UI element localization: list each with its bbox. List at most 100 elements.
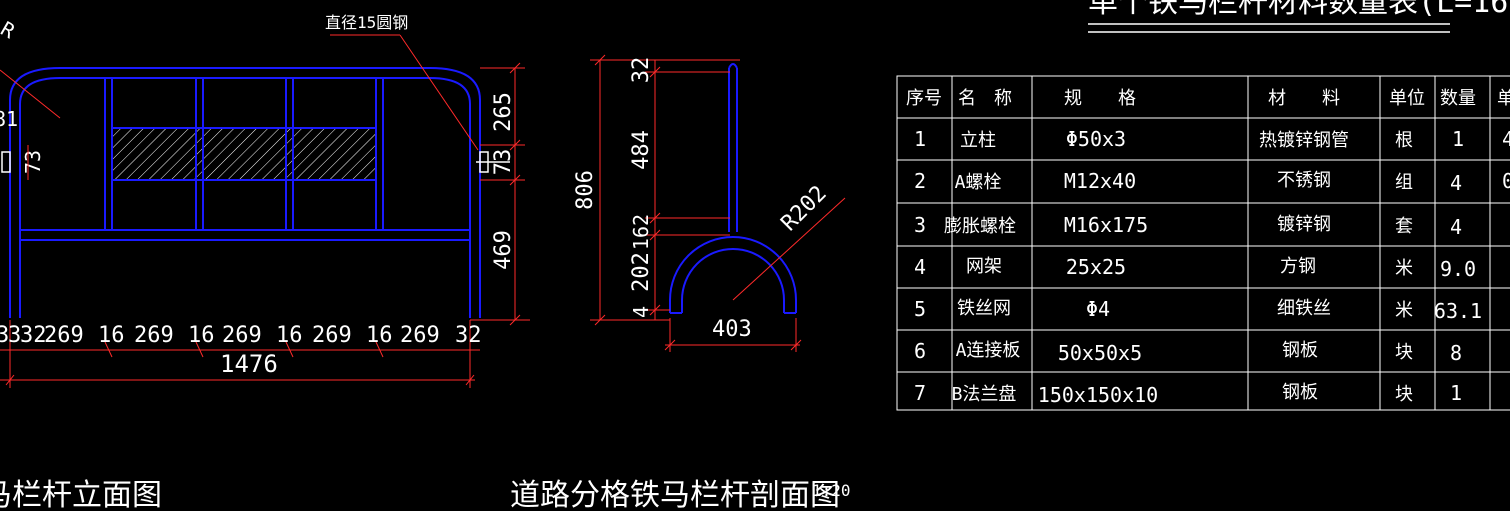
cell-name: 膨胀螺栓 bbox=[944, 216, 1016, 237]
section-radius: R202 bbox=[777, 181, 832, 236]
elevation-bottom-dimension-lines bbox=[0, 320, 480, 388]
bottom-dim: 3 bbox=[8, 323, 21, 348]
cell-spec: M16x175 bbox=[1064, 213, 1148, 237]
cell-spec: Φ4 bbox=[1086, 297, 1110, 321]
table-row: 5 铁丝网 Φ4 细铁丝 米 63.1 bbox=[914, 297, 1482, 323]
section-width: 403 bbox=[712, 317, 752, 342]
cell-unit: 米 bbox=[1395, 300, 1413, 321]
elev-dim-73: 73 bbox=[491, 149, 516, 176]
cell-qty: 9.0 bbox=[1440, 257, 1476, 281]
table-row: 6 A连接板 50x50x5 钢板 块 8 bbox=[914, 339, 1462, 365]
section-view: 806 32 484 162 202 4 403 R202 道路分格铁马栏杆剖面… bbox=[510, 54, 851, 511]
elevation-right-dimension-lines bbox=[470, 62, 530, 326]
corner-radius-label-2: 81 bbox=[0, 107, 18, 131]
arch-base-inner bbox=[681, 248, 785, 313]
header-name: 名 称 bbox=[958, 88, 1012, 109]
cell-name: 立柱 bbox=[960, 130, 996, 151]
table-row: 3 膨胀螺栓 M16x175 镀锌钢 套 4 bbox=[914, 213, 1462, 239]
table-title: 单个铁马栏杆材料数量表(L=1650) bbox=[1088, 0, 1510, 20]
section-vertical-dimension-lines bbox=[590, 54, 740, 326]
table-grid bbox=[896, 75, 1510, 411]
cell-unit: 块 bbox=[1395, 342, 1413, 363]
cell-material: 镀锌钢 bbox=[1277, 214, 1331, 235]
bottom-dim: 3 bbox=[0, 323, 9, 348]
table-row: 1 立柱 Φ50x3 热镀锌钢管 根 1 4 bbox=[914, 127, 1510, 151]
cell-name: A连接板 bbox=[956, 340, 1021, 361]
header-material: 材 料 bbox=[1268, 88, 1340, 109]
material-table: 单个铁马栏杆材料数量表(L=1650) 序号 名 称 规 格 材 料 单位 bbox=[896, 0, 1510, 411]
cell-no: 4 bbox=[914, 255, 926, 279]
elevation-bottom-dims: 3 3 32 269 16 269 16 269 16 269 16 269 3… bbox=[0, 323, 482, 348]
section-dim-484: 484 bbox=[629, 130, 654, 170]
leader-note: 直径15圆钢 bbox=[325, 13, 408, 32]
section-dim-4: 4 bbox=[629, 306, 653, 318]
elevation-title: 马栏杆立面图 bbox=[0, 478, 162, 511]
section-dim-202: 202 bbox=[629, 252, 654, 292]
table-row: 7 B法兰盘 150x150x10 钢板 块 1 bbox=[914, 381, 1462, 407]
bottom-dim: 269 bbox=[222, 323, 262, 348]
elevation-total-length: 1476 bbox=[220, 350, 278, 378]
left-connector-plate bbox=[1, 151, 11, 173]
cell-unit: 米 bbox=[1395, 258, 1413, 279]
cell-name: 网架 bbox=[966, 256, 1002, 277]
bottom-dim: 269 bbox=[44, 323, 84, 348]
right-connector-plate bbox=[479, 151, 489, 173]
elev-dim-469: 469 bbox=[491, 230, 516, 270]
cell-unit: 组 bbox=[1395, 172, 1413, 193]
corner-radius-label: R bbox=[0, 16, 20, 43]
table-row: 2 A螺栓 M12x40 不锈钢 组 4 0 bbox=[914, 169, 1510, 195]
cell-qty: 4 bbox=[1450, 171, 1462, 195]
cell-no: 6 bbox=[914, 339, 926, 363]
wire-mesh-hatch bbox=[112, 128, 376, 180]
cell-name: B法兰盘 bbox=[952, 384, 1017, 405]
cell-no: 1 bbox=[914, 127, 926, 151]
bottom-dim: 16 bbox=[188, 323, 215, 348]
section-scale: 1:20 bbox=[812, 481, 851, 500]
arch-base-outer bbox=[669, 236, 797, 313]
section-title: 道路分格铁马栏杆剖面图 bbox=[510, 478, 840, 511]
cell-unit: 套 bbox=[1395, 216, 1413, 237]
header-extra: 单 bbox=[1497, 88, 1510, 109]
cell-material: 不锈钢 bbox=[1277, 170, 1331, 191]
cell-qty: 1 bbox=[1452, 127, 1464, 151]
section-dim-32: 32 bbox=[629, 57, 654, 84]
railing-inner-frame bbox=[19, 77, 471, 318]
cell-spec: 50x50x5 bbox=[1058, 341, 1142, 365]
bottom-dim: 16 bbox=[276, 323, 303, 348]
section-width-dimension-lines bbox=[664, 318, 802, 352]
elevation-view: 直径15圆钢 R 81 265 73 469 73 bbox=[0, 13, 530, 511]
table-row: 4 网架 25x25 方钢 米 9.0 bbox=[914, 255, 1476, 281]
bottom-dim: 16 bbox=[366, 323, 393, 348]
header-spec: 规 格 bbox=[1064, 88, 1136, 109]
cell-qty: 1 bbox=[1450, 381, 1462, 405]
cell-material: 钢板 bbox=[1282, 340, 1318, 361]
header-no: 序号 bbox=[906, 88, 942, 109]
railing-outer-frame bbox=[9, 67, 481, 318]
cell-name: 铁丝网 bbox=[957, 298, 1011, 319]
cell-material: 细铁丝 bbox=[1277, 298, 1331, 319]
cell-no: 7 bbox=[914, 381, 926, 405]
header-qty: 数量 bbox=[1440, 88, 1476, 109]
cell-no: 5 bbox=[914, 297, 926, 321]
cell-qty: 63.1 bbox=[1434, 299, 1482, 323]
radius-leader bbox=[732, 197, 846, 301]
bottom-dim: 269 bbox=[312, 323, 352, 348]
cell-material: 方钢 bbox=[1280, 256, 1316, 277]
header-unit: 单位 bbox=[1389, 88, 1425, 109]
cell-unit: 根 bbox=[1395, 130, 1413, 151]
elev-dim-265: 265 bbox=[491, 92, 516, 132]
table-body: 1 立柱 Φ50x3 热镀锌钢管 根 1 4 2 A螺栓 M12x40 不锈钢 … bbox=[914, 127, 1510, 407]
cell-unit: 块 bbox=[1395, 384, 1413, 405]
cell-name: A螺栓 bbox=[955, 172, 1002, 193]
cell-spec: 25x25 bbox=[1066, 255, 1126, 279]
cell-spec: M12x40 bbox=[1064, 169, 1136, 193]
cell-material: 热镀锌钢管 bbox=[1259, 130, 1349, 151]
wire-mesh-border bbox=[111, 127, 377, 181]
cell-qty: 8 bbox=[1450, 341, 1462, 365]
cell-extra: 0 bbox=[1502, 169, 1510, 193]
section-dim-162: 162 bbox=[629, 214, 653, 250]
bottom-dim: 269 bbox=[400, 323, 440, 348]
cell-qty: 4 bbox=[1450, 215, 1462, 239]
cell-no: 3 bbox=[914, 213, 926, 237]
